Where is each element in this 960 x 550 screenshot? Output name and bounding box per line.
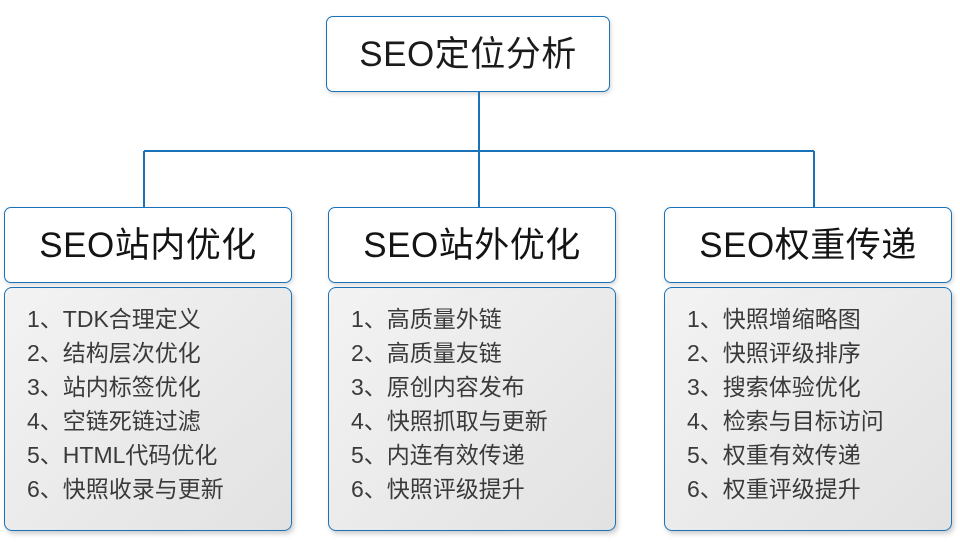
branch-list-2: 1、 高质量外链 2、 高质量友链 3、 原创内容发布 4、 快照抓取与更新 5… <box>328 287 616 531</box>
list-item-label: 原创内容发布 <box>386 374 525 400</box>
list-item-index: 6、 <box>27 476 63 502</box>
list-item-label: TDK合理定义 <box>62 306 201 332</box>
list-item-index: 1、 <box>351 306 387 332</box>
branch-column-2: SEO站外优化 1、 高质量外链 2、 高质量友链 3、 原创内容发布 4、 快… <box>328 207 616 531</box>
list-item-index: 3、 <box>687 374 723 400</box>
list-item-label: 快照抓取与更新 <box>386 408 548 434</box>
list-item-label: HTML代码优化 <box>62 442 218 468</box>
list-item-label: 权重评级提升 <box>722 476 861 502</box>
list-item-index: 4、 <box>351 408 387 434</box>
list-item-label: 站内标签优化 <box>62 374 201 400</box>
list-item-index: 3、 <box>27 374 63 400</box>
list-item-index: 2、 <box>351 340 387 366</box>
list-item-index: 5、 <box>351 442 387 468</box>
list-item: 5、 HTML代码优化 <box>5 438 291 472</box>
list-item-index: 2、 <box>687 340 723 366</box>
list-item-label: 快照收录与更新 <box>62 476 224 502</box>
list-item-label: 权重有效传递 <box>722 442 861 468</box>
list-item-index: 6、 <box>351 476 387 502</box>
list-item: 3、 站内标签优化 <box>5 370 291 404</box>
branch-header-3-label: SEO权重传递 <box>699 225 917 265</box>
list-item-label: 内连有效传递 <box>386 442 525 468</box>
list-item-index: 1、 <box>687 306 723 332</box>
list-item-index: 5、 <box>27 442 63 468</box>
branch-header-1[interactable]: SEO站内优化 <box>4 207 292 283</box>
list-item-label: 快照评级提升 <box>386 476 525 502</box>
branch-header-2[interactable]: SEO站外优化 <box>328 207 616 283</box>
root-node[interactable]: SEO定位分析 <box>326 16 610 92</box>
list-item-index: 1、 <box>27 306 63 332</box>
branch-list-3: 1、 快照增缩略图 2、 快照评级排序 3、 搜索体验优化 4、 检索与目标访问… <box>664 287 952 531</box>
list-item-index: 4、 <box>27 408 63 434</box>
list-item: 6、 快照评级提升 <box>329 472 615 506</box>
branch-header-2-label: SEO站外优化 <box>363 225 581 265</box>
root-node-label: SEO定位分析 <box>359 34 577 74</box>
branch-list-1: 1、 TDK合理定义 2、 结构层次优化 3、 站内标签优化 4、 空链死链过滤… <box>4 287 292 531</box>
list-item: 2、 快照评级排序 <box>665 336 951 370</box>
list-item: 6、 权重评级提升 <box>665 472 951 506</box>
list-item: 6、 快照收录与更新 <box>5 472 291 506</box>
branch-column-3: SEO权重传递 1、 快照增缩略图 2、 快照评级排序 3、 搜索体验优化 4、… <box>664 207 952 531</box>
list-item: 3、 原创内容发布 <box>329 370 615 404</box>
list-item-index: 3、 <box>351 374 387 400</box>
list-item: 2、 结构层次优化 <box>5 336 291 370</box>
list-item-label: 空链死链过滤 <box>62 408 201 434</box>
branch-header-1-label: SEO站内优化 <box>39 225 257 265</box>
list-item: 4、 检索与目标访问 <box>665 404 951 438</box>
list-item: 2、 高质量友链 <box>329 336 615 370</box>
list-item: 3、 搜索体验优化 <box>665 370 951 404</box>
list-item: 4、 空链死链过滤 <box>5 404 291 438</box>
list-item-label: 高质量外链 <box>386 306 502 332</box>
list-item-label: 搜索体验优化 <box>722 374 861 400</box>
list-item: 5、 内连有效传递 <box>329 438 615 472</box>
list-item: 1、 TDK合理定义 <box>5 302 291 336</box>
list-item-label: 检索与目标访问 <box>722 408 884 434</box>
list-item-label: 结构层次优化 <box>62 340 201 366</box>
list-item-label: 快照评级排序 <box>722 340 861 366</box>
list-item: 1、 高质量外链 <box>329 302 615 336</box>
branch-header-3[interactable]: SEO权重传递 <box>664 207 952 283</box>
list-item-index: 4、 <box>687 408 723 434</box>
list-item-label: 快照增缩略图 <box>722 306 861 332</box>
branch-column-1: SEO站内优化 1、 TDK合理定义 2、 结构层次优化 3、 站内标签优化 4… <box>4 207 292 531</box>
list-item: 5、 权重有效传递 <box>665 438 951 472</box>
list-item-index: 6、 <box>687 476 723 502</box>
list-item: 1、 快照增缩略图 <box>665 302 951 336</box>
list-item-label: 高质量友链 <box>386 340 502 366</box>
list-item-index: 2、 <box>27 340 63 366</box>
list-item-index: 5、 <box>687 442 723 468</box>
list-item: 4、 快照抓取与更新 <box>329 404 615 438</box>
